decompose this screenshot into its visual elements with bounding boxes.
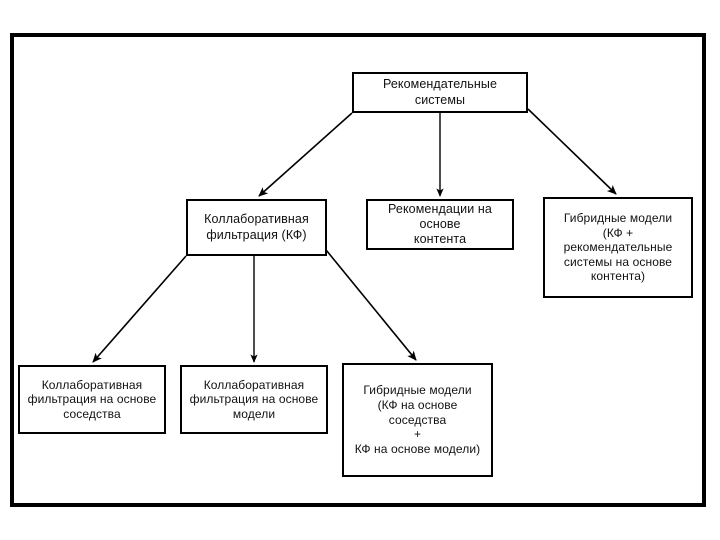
node-cf-model-based[interactable]: Коллаборативная фильтрация на основе мод… [180,365,328,434]
node-collaborative-filtering[interactable]: Коллаборативная фильтрация (КФ) [186,199,327,256]
node-label: Рекомендательные системы [382,77,498,107]
node-label: Рекомендации на основе контента [388,201,492,247]
node-hybrid-cf-models[interactable]: Гибридные модели (КФ на основе соседства… [342,363,493,477]
node-recommender-systems[interactable]: Рекомендательные системы [352,72,528,113]
node-label: Коллаборативная фильтрация на основе мод… [189,377,319,421]
node-hybrid-models[interactable]: Гибридные модели (КФ + рекомендательные … [543,197,693,298]
node-cf-neighborhood-based[interactable]: Коллаборативная фильтрация на основе сос… [18,365,166,434]
node-label: Коллаборативная фильтрация на основе сос… [27,377,157,421]
node-content-based-recommendations[interactable]: Рекомендации на основе контента [366,199,514,250]
node-label: Гибридные модели (КФ на основе соседства… [354,383,481,456]
node-label: Гибридные модели (КФ + рекомендательные … [563,210,673,284]
node-label: Коллаборативная фильтрация (КФ) [204,212,309,242]
